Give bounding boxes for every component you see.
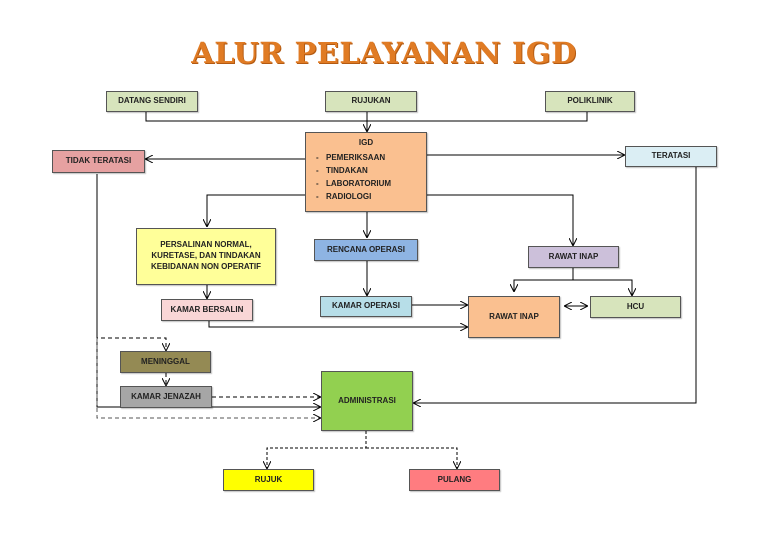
node-teratasi-label: TERATASI [651,151,691,161]
connector-teratasi-administrasi [414,167,697,403]
node-rawat-inap-top-label: RAWAT INAP [548,251,599,261]
node-kamar-bersalin-label: KAMAR BERSALIN [170,304,244,314]
connector-administrasi-rujuk [267,431,367,468]
node-igd: IGD PEMERIKSAAN TINDAKAN LABORATORIUM RA… [305,132,427,212]
node-kamar-bersalin: KAMAR BERSALIN [161,299,253,321]
connector-rawat-inap-top-to-rawat-inap [514,268,574,291]
node-kamar-jenazah: KAMAR JENAZAH [120,386,212,408]
node-igd-item: PEMERIKSAAN [314,151,418,164]
node-poliklinik: POLIKLINIK [545,91,635,112]
node-kamar-jenazah-label: KAMAR JENAZAH [131,391,201,401]
node-igd-title: IGD [358,138,374,147]
connector-igd-persalinan [207,194,305,226]
node-rencana-operasi-label: RENCANA OPERASI [327,244,405,254]
diagram-title: ALUR PELAYANAN IGD [191,36,577,70]
node-rawat-inap-top: RAWAT INAP [528,246,619,268]
connector-administrasi-pulang [366,447,457,468]
node-meninggal: MENINGGAL [120,351,211,373]
node-persalinan-label: PERSALINAN NORMAL, KURETASE, DAN TINDAKA… [150,240,262,271]
connector-tidak-teratasi-meninggal [96,174,166,350]
node-tidak-teratasi-label: TIDAK TERATASI [65,156,132,166]
connector-igd-rawat-inap-top [427,194,573,245]
node-igd-item: TINDAKAN [314,164,418,177]
node-administrasi-label: ADMINISTRASI [338,395,396,405]
node-rujukan-label: RUJUKAN [351,96,391,106]
node-poliklinik-label: POLIKLINIK [567,96,613,106]
node-hcu-label: HCU [626,301,645,311]
connector-kamar-bersalin-rawat-inap [208,321,467,327]
node-igd-item: RADIOLOGI [314,190,418,203]
node-persalinan: PERSALINAN NORMAL, KURETASE, DAN TINDAKA… [136,228,276,285]
node-teratasi: TERATASI [625,146,717,167]
node-pulang-label: PULANG [437,474,472,484]
node-rawat-inap-label: RAWAT INAP [489,311,539,321]
connector-rawat-inap-top-split [513,279,632,295]
node-hcu: HCU [590,296,681,318]
node-rujuk: RUJUK [223,469,314,491]
node-rujuk-label: RUJUK [254,474,283,484]
node-meninggal-label: MENINGGAL [141,356,190,366]
node-tidak-teratasi: TIDAK TERATASI [52,150,145,173]
node-datang-sendiri-label: DATANG SENDIRI [118,96,186,106]
node-igd-item: LABORATORIUM [314,177,418,190]
node-rencana-operasi: RENCANA OPERASI [314,239,418,261]
node-igd-list: PEMERIKSAAN TINDAKAN LABORATORIUM RADIOL… [314,151,418,203]
node-rawat-inap: RAWAT INAP [468,296,560,338]
node-kamar-operasi: KAMAR OPERASI [320,296,412,317]
node-kamar-operasi-label: KAMAR OPERASI [331,301,400,311]
node-datang-sendiri: DATANG SENDIRI [106,91,198,112]
node-pulang: PULANG [409,469,500,491]
connector-tidak-teratasi-administrasi-dashed [96,338,320,418]
node-administrasi: ADMINISTRASI [321,371,413,431]
node-rujukan: RUJUKAN [325,91,417,112]
